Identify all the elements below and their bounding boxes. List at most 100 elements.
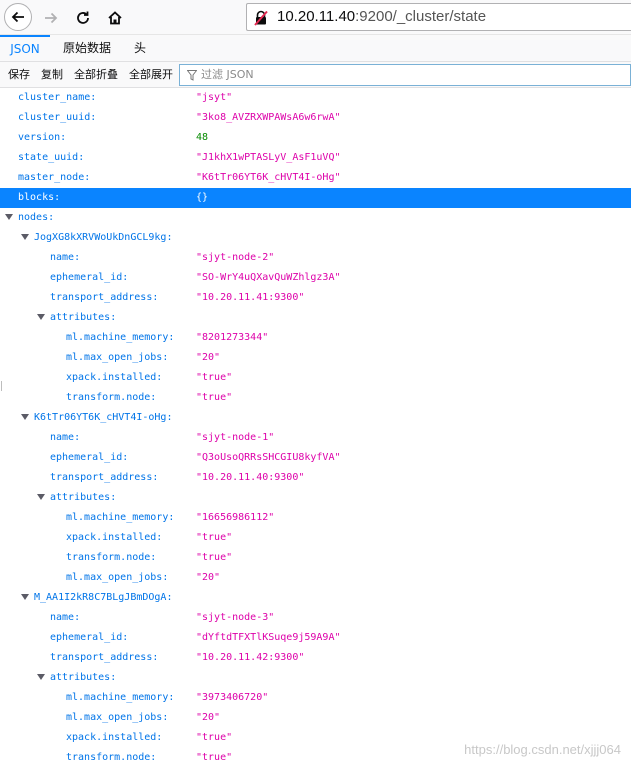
expand-twisty-icon[interactable] (37, 494, 45, 500)
json-row[interactable]: ml.machine_memory: "16656986112" (0, 508, 631, 528)
expand-all-button[interactable]: 全部展开 (129, 68, 173, 81)
viewer-tabs: JSON 原始数据 头 (0, 34, 631, 62)
expand-twisty-icon[interactable] (21, 234, 29, 240)
json-row[interactable]: ml.machine_memory:"3973406720" (0, 688, 631, 708)
json-row[interactable]: transport_address:"10.20.11.42:9300" (0, 648, 631, 668)
json-value: "dYftdTFXTlKSuqe9j59A9A" (196, 632, 341, 643)
json-value: "10.20.11.40:9300" (196, 472, 305, 483)
json-value: "true" (196, 392, 233, 403)
json-key: ml.max_open_jobs: (66, 352, 169, 363)
json-row[interactable]: transform.node:"true" (0, 748, 631, 768)
json-key: ephemeral_id: (50, 632, 129, 643)
collapse-all-button[interactable]: 全部折叠 (74, 68, 118, 81)
json-toolbar: 保存 复制 全部折叠 全部展开 过滤 JSON (0, 62, 631, 88)
json-row[interactable]: name:"sjyt-node-2" (0, 248, 631, 268)
address-bar[interactable]: 10.20.11.40:9200/_cluster/state (246, 3, 631, 31)
json-row[interactable]: M_AA1I2kR8C7BLgJBmDOgA: (0, 588, 631, 608)
json-value: 48 (196, 132, 209, 143)
json-row[interactable]: xpack.installed: "true" (0, 368, 631, 388)
json-key: master_node: (18, 172, 91, 183)
json-key: name: (50, 612, 81, 623)
json-row[interactable]: attributes: (0, 308, 631, 328)
json-key: attributes: (50, 312, 117, 323)
json-value: "true" (196, 372, 233, 383)
json-row[interactable]: transport_address: "10.20.11.40:9300" (0, 468, 631, 488)
tab-raw-data[interactable]: 原始数据 (62, 41, 111, 55)
json-row[interactable]: transform.node: "true" (0, 388, 631, 408)
json-row[interactable]: ml.max_open_jobs:"20" (0, 348, 631, 368)
json-value: "16656986112" (196, 512, 275, 523)
filter-placeholder: 过滤 JSON (201, 68, 254, 81)
json-row[interactable]: ephemeral_id:"SO-WrY4uQXavQuWZhlgz3A" (0, 268, 631, 288)
filter-json-input[interactable]: 过滤 JSON (179, 64, 631, 86)
json-key: transport_address: (50, 652, 159, 663)
json-row[interactable]: xpack.installed:"true" (0, 728, 631, 748)
expand-twisty-icon[interactable] (5, 214, 13, 220)
json-row[interactable]: name:"sjyt-node-3" (0, 608, 631, 628)
json-value: "jsyt" (196, 92, 233, 103)
json-row[interactable]: ephemeral_id: "dYftdTFXTlKSuqe9j59A9A" (0, 628, 631, 648)
json-row[interactable]: ml.machine_memory:"8201273344" (0, 328, 631, 348)
json-key: blocks: (18, 192, 61, 203)
json-row[interactable]: attributes: (0, 668, 631, 688)
back-arrow-icon (11, 11, 24, 23)
json-row[interactable]: transport_address:"10.20.11.41:9300" (0, 288, 631, 308)
json-row[interactable]: transform.node: "true" (0, 548, 631, 568)
expand-twisty-icon[interactable] (21, 414, 29, 420)
json-key: cluster_name: (18, 92, 97, 103)
json-row[interactable]: ml.max_open_jobs:"20" (0, 568, 631, 588)
json-key: nodes: (18, 212, 55, 223)
json-value: "20" (196, 572, 221, 583)
json-row[interactable]: state_uuid:"J1khX1wPTASLyV_AsF1uVQ" (0, 148, 631, 168)
json-row[interactable]: cluster_uuid:"3ko8_AVZRXWPAWsA6w6rwA" (0, 108, 631, 128)
json-key: version: (18, 132, 67, 143)
json-row[interactable]: K6tTr06YT6K_cHVT4I-oHg: (0, 408, 631, 428)
expand-twisty-icon[interactable] (21, 594, 29, 600)
tab-json[interactable]: JSON (0, 35, 50, 64)
forward-button[interactable] (38, 5, 64, 31)
json-value: "true" (196, 532, 233, 543)
json-key: xpack.installed: (66, 732, 163, 743)
json-key: transform.node: (66, 392, 157, 403)
json-row[interactable]: cluster_name: "jsyt" (0, 88, 631, 108)
json-value: "8201273344" (196, 332, 269, 343)
scroll-edge (1, 381, 2, 391)
json-row[interactable]: attributes: (0, 488, 631, 508)
json-value: "sjyt-node-1" (196, 432, 275, 443)
json-row[interactable]: name: "sjyt-node-1" (0, 428, 631, 448)
home-icon (108, 11, 122, 25)
json-key: ml.machine_memory: (66, 512, 175, 523)
json-key: name: (50, 432, 81, 443)
forward-arrow-icon (45, 12, 58, 24)
json-row[interactable]: JogXG8kXRVWoUkDnGCL9kg: (0, 228, 631, 248)
json-tree: cluster_name: "jsyt" cluster_uuid:"3ko8_AV… (0, 88, 631, 765)
json-key: xpack.installed: (66, 372, 163, 383)
copy-button[interactable]: 复制 (41, 68, 63, 81)
json-key: cluster_uuid: (18, 112, 97, 123)
json-row[interactable]: ml.max_open_jobs: "20" (0, 708, 631, 728)
json-key: transform.node: (66, 752, 157, 763)
json-row[interactable]: xpack.installed:"true" (0, 528, 631, 548)
json-value: "20" (196, 712, 221, 723)
browser-navbar: 10.20.11.40:9200/_cluster/state (0, 0, 631, 34)
json-row[interactable]: ephemeral_id:"Q3oUsoQRRsSHCGIU8kyfVA" (0, 448, 631, 468)
json-key: transport_address: (50, 292, 159, 303)
expand-twisty-icon[interactable] (37, 314, 45, 320)
json-value: "true" (196, 552, 233, 563)
json-key: ml.max_open_jobs: (66, 712, 169, 723)
expand-twisty-icon[interactable] (37, 674, 45, 680)
json-row[interactable]: blocks: {} (0, 188, 631, 208)
home-button[interactable] (102, 5, 128, 31)
json-row[interactable]: master_node:"K6tTr06YT6K_cHVT4I-oHg" (0, 168, 631, 188)
tab-headers[interactable]: 头 (133, 41, 146, 55)
json-row[interactable]: version: 48 (0, 128, 631, 148)
json-key: transport_address: (50, 472, 159, 483)
json-value: {} (196, 192, 209, 203)
json-row[interactable]: nodes: (0, 208, 631, 228)
back-button[interactable] (4, 3, 32, 31)
json-value: "3973406720" (196, 692, 269, 703)
save-button[interactable]: 保存 (8, 68, 30, 81)
json-value: "Q3oUsoQRRsSHCGIU8kyfVA" (196, 452, 341, 463)
reload-button[interactable] (70, 5, 96, 31)
json-key: transform.node: (66, 552, 157, 563)
